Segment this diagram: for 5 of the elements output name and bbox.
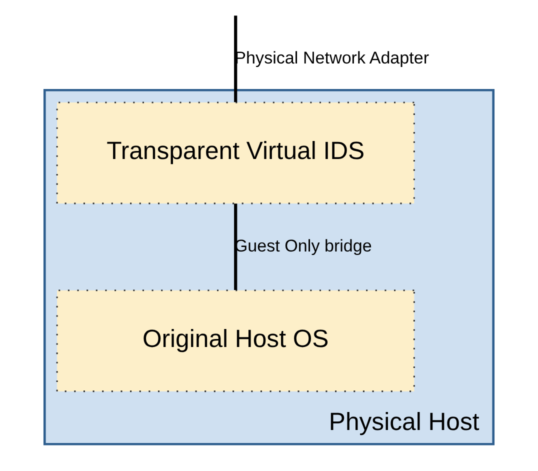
node-box: Original Host OS [56,290,415,392]
connector [234,204,238,290]
node-box: Transparent Virtual IDS [56,102,415,204]
edge-label: Physical Network Adapter [234,48,430,68]
connector [234,16,238,102]
